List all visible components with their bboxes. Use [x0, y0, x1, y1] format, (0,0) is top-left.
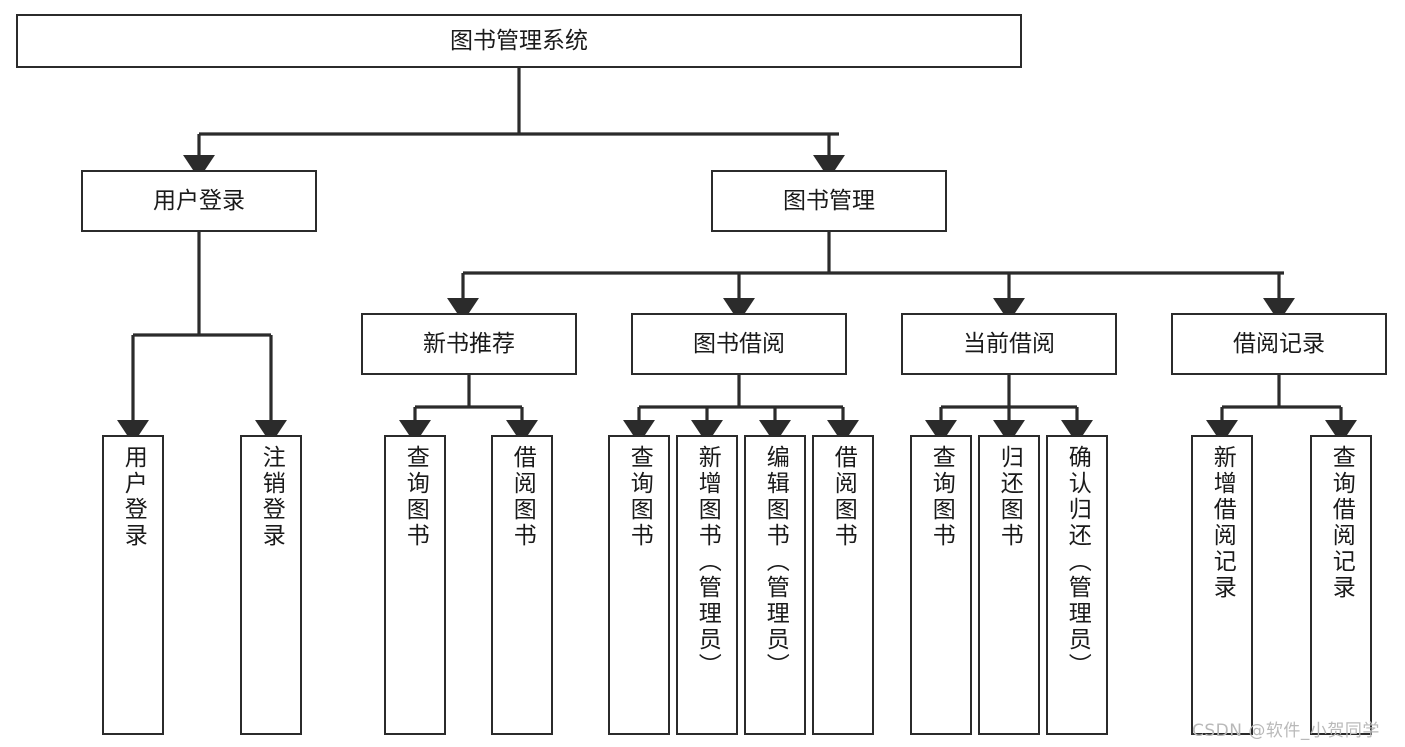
leaf-query-borrow-record[interactable]: 查询借阅记录	[1310, 435, 1372, 735]
node-root-system[interactable]: 图书管理系统	[16, 14, 1022, 68]
node-label: 查询图书	[626, 445, 653, 549]
node-label: 新书推荐	[423, 330, 515, 357]
leaf-query-book-borrow[interactable]: 查询图书	[608, 435, 670, 735]
leaf-return-book[interactable]: 归还图书	[978, 435, 1040, 735]
node-label: 图书管理	[783, 187, 875, 214]
leaf-query-book-current[interactable]: 查询图书	[910, 435, 972, 735]
leaf-add-book-admin[interactable]: 新增图书（管理员）	[676, 435, 738, 735]
node-label: 查询图书	[928, 445, 955, 549]
leaf-borrow-book[interactable]: 借阅图书	[812, 435, 874, 735]
node-current-borrow[interactable]: 当前借阅	[901, 313, 1117, 375]
node-label: 当前借阅	[963, 330, 1055, 357]
node-label: 确认归还（管理员）	[1064, 445, 1091, 679]
leaf-borrow-book-recommend[interactable]: 借阅图书	[491, 435, 553, 735]
node-label: 注销登录	[258, 445, 285, 549]
node-label: 归还图书	[996, 445, 1023, 549]
node-label: 借阅记录	[1233, 330, 1325, 357]
node-label: 借阅图书	[509, 445, 536, 549]
node-book-borrow[interactable]: 图书借阅	[631, 313, 847, 375]
node-label: 借阅图书	[830, 445, 857, 549]
node-label: 用户登录	[120, 445, 147, 549]
leaf-query-book-recommend[interactable]: 查询图书	[384, 435, 446, 735]
node-label: 编辑图书（管理员）	[762, 445, 789, 679]
node-label: 新增图书（管理员）	[694, 445, 721, 679]
leaf-logout-login[interactable]: 注销登录	[240, 435, 302, 735]
node-book-management[interactable]: 图书管理	[711, 170, 947, 232]
node-label: 图书管理系统	[450, 27, 588, 54]
node-label: 查询图书	[402, 445, 429, 549]
node-borrow-record[interactable]: 借阅记录	[1171, 313, 1387, 375]
node-label: 新增借阅记录	[1209, 445, 1236, 601]
node-label: 查询借阅记录	[1328, 445, 1355, 601]
node-user-login[interactable]: 用户登录	[81, 170, 317, 232]
leaf-edit-book-admin[interactable]: 编辑图书（管理员）	[744, 435, 806, 735]
csdn-watermark: CSDN @软件_小贺同学	[1192, 721, 1380, 741]
node-new-book-recommend[interactable]: 新书推荐	[361, 313, 577, 375]
node-label: 用户登录	[153, 187, 245, 214]
node-label: 图书借阅	[693, 330, 785, 357]
leaf-user-login[interactable]: 用户登录	[102, 435, 164, 735]
leaf-add-borrow-record[interactable]: 新增借阅记录	[1191, 435, 1253, 735]
leaf-confirm-return-admin[interactable]: 确认归还（管理员）	[1046, 435, 1108, 735]
